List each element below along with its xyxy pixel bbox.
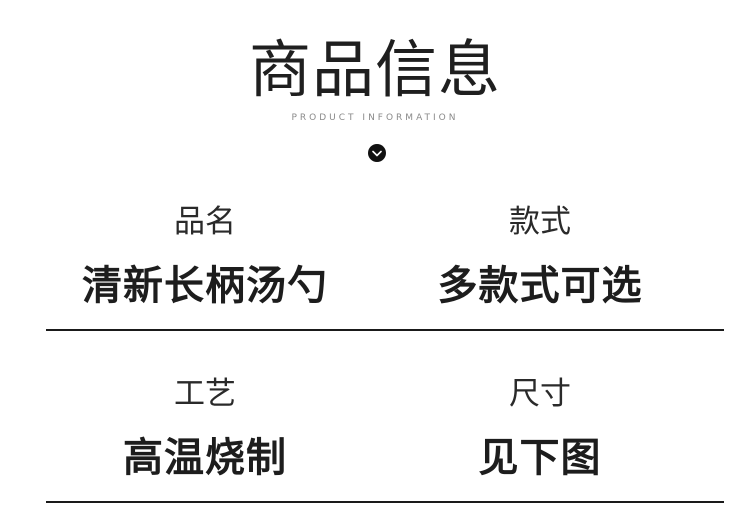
- info-size-label: 尺寸: [509, 376, 571, 412]
- info-style-label: 款式: [509, 204, 571, 240]
- info-style-value: 多款式可选: [437, 263, 643, 309]
- info-craft-label: 工艺: [174, 376, 236, 412]
- chevron-down-icon: [368, 144, 386, 162]
- info-name-label: 品名: [174, 204, 236, 240]
- row-divider: [46, 501, 724, 503]
- row-divider: [46, 329, 724, 331]
- info-craft-value: 高温烧制: [123, 435, 287, 481]
- page-subtitle: PRODUCT INFORMATION: [291, 113, 459, 123]
- info-name-value: 清新长柄汤勺: [82, 263, 328, 309]
- info-size-value: 见下图: [478, 435, 602, 481]
- page-title: 商品信息: [248, 33, 501, 106]
